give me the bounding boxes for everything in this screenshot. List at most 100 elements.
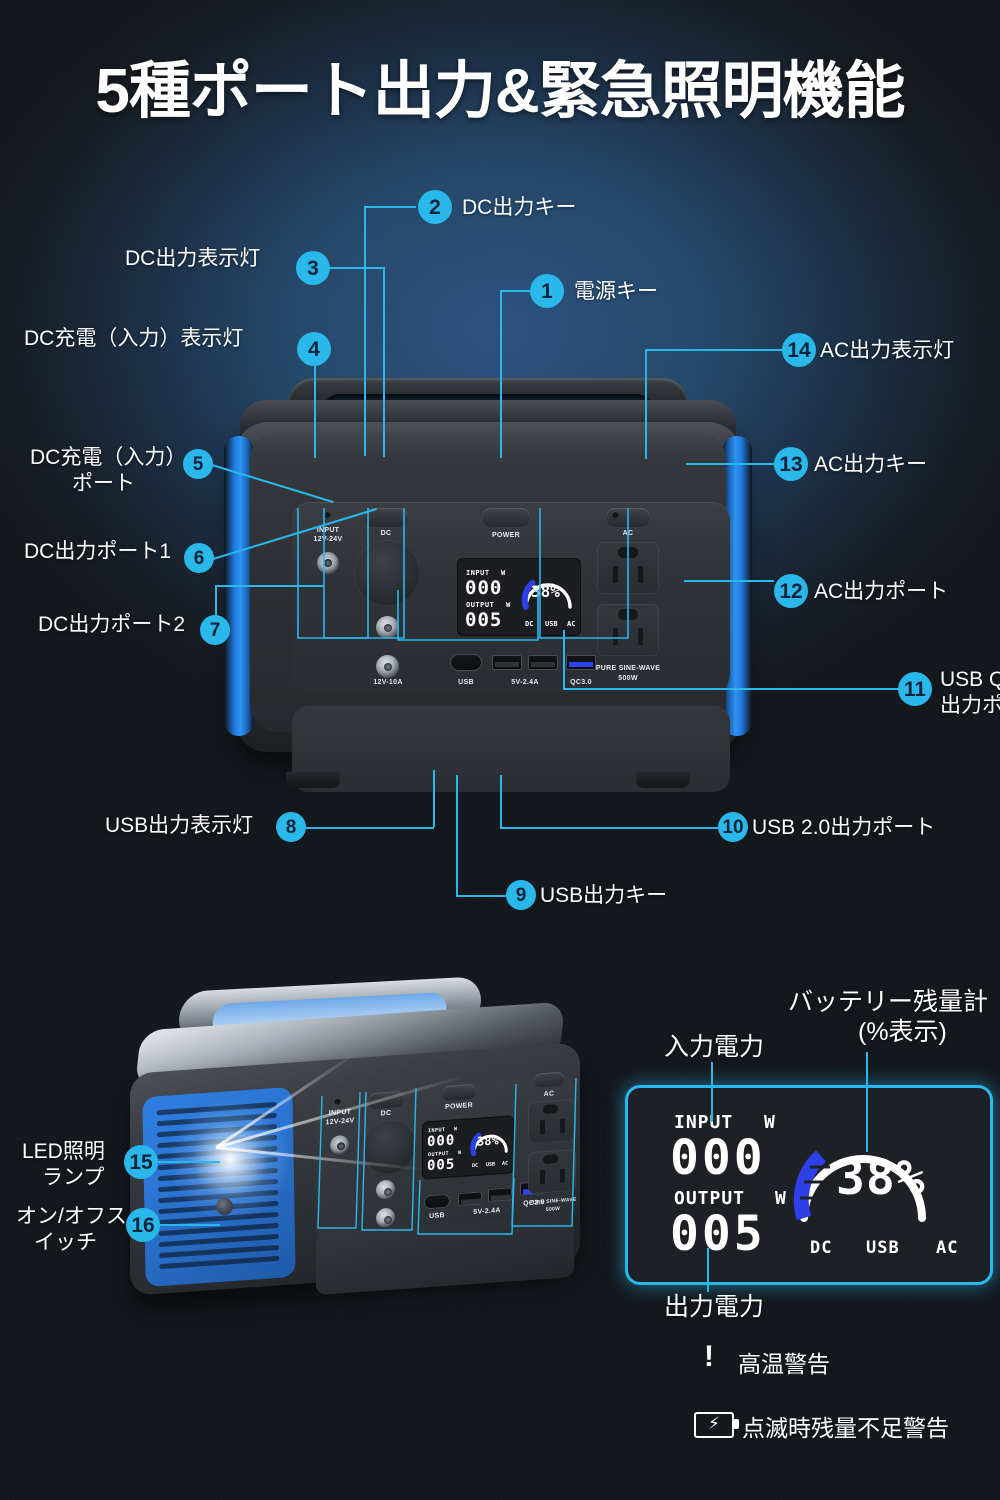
battery-gauge-arc-small — [521, 580, 572, 610]
leader-line-battery-gauge — [866, 1052, 868, 1152]
usb-qc30-port[interactable] — [566, 655, 596, 670]
battery-low-icon: ⚡ — [694, 1412, 739, 1438]
usb-output-key[interactable] — [450, 654, 482, 671]
leader-line-10-drop — [500, 775, 502, 827]
battery-gauge-arc-large — [793, 1150, 926, 1222]
lcd-input-label-large: INPUT — [674, 1112, 734, 1133]
lcd-output-label: OUTPUT — [466, 601, 495, 609]
device-foot-left — [286, 772, 340, 788]
lcd-output-label-large: OUTPUT — [674, 1188, 746, 1209]
callout-badge-5[interactable]: 5 — [183, 449, 213, 479]
callout-badge-13[interactable]: 13 — [774, 447, 808, 481]
input-voltage-label-line1: INPUT — [316, 527, 340, 534]
callout-label-15-line1: LED照明 — [22, 1140, 105, 1163]
lcd-input-unit: W — [501, 569, 506, 577]
lcd-display-small: INPUT W 000 OUTPUT W 005 38% DC USB AC — [422, 1115, 514, 1180]
leader-line-14 — [645, 349, 783, 351]
leader-line-3 — [330, 267, 384, 269]
callout-badge-6[interactable]: 6 — [184, 543, 214, 573]
leader-line-9-drop — [456, 775, 458, 897]
warning-text-high-temp: 高温警告 — [738, 1351, 830, 1377]
leader-line-11 — [563, 688, 903, 690]
lcd-tag-usb-large: USB — [866, 1238, 900, 1258]
leader-line-8 — [306, 827, 434, 829]
callout-badge-8[interactable]: 8 — [276, 812, 306, 842]
callout-badge-10[interactable]: 10 — [718, 812, 748, 842]
usb-amp-label: 5V-2.4A — [511, 679, 539, 686]
callout-badge-2[interactable]: 2 — [418, 190, 452, 224]
lcd-tag-dc-large: DC — [810, 1238, 833, 1258]
callout-badge-15[interactable]: 15 — [124, 1145, 158, 1179]
leader-line-12 — [684, 580, 774, 582]
leader-line-14-drop — [645, 349, 647, 459]
ac-output-indicator-led — [612, 511, 619, 518]
callout-label-1: 電源キー — [574, 280, 658, 303]
lcd-display-small: INPUT W 000 OUTPUT W 005 38% DC USB AC — [457, 558, 581, 636]
leader-line-15 — [158, 1161, 220, 1163]
callout-label-16-line2: イッチ — [34, 1231, 97, 1254]
port-panel: INPUT 12V-24V DC 12V-10A POWER INPUT W — [292, 502, 730, 692]
dc-output-spec-label: 12V-10A — [373, 679, 403, 686]
leader-line-7 — [215, 585, 323, 587]
usb-2-port-1[interactable] — [492, 655, 522, 670]
lcd-battery-percent-large: 38% — [836, 1150, 926, 1206]
callout-label-12: AC出力ポート — [814, 580, 949, 603]
callout-label-13: AC出力キー — [814, 453, 928, 476]
lcd-output-unit: W — [506, 601, 511, 609]
callout-label-14: AC出力表示灯 — [820, 339, 955, 362]
input-voltage-label-line2: 12V-24V — [313, 536, 343, 543]
annotation-battery-gauge-line1: バッテリー残量計 — [788, 988, 989, 1016]
leader-line-11-drop — [563, 630, 565, 688]
dc-label: DC — [380, 530, 392, 537]
dc-charge-indicator-led — [324, 511, 331, 518]
callout-badge-11[interactable]: 11 — [898, 672, 932, 706]
leader-line-1 — [500, 290, 530, 292]
lcd-output-unit-large: W — [775, 1188, 787, 1209]
leader-line-2 — [364, 206, 416, 208]
power-station-front-view: INPUT 12V-24V DC 12V-10A POWER INPUT W — [224, 378, 752, 792]
callout-badge-14[interactable]: 14 — [782, 333, 816, 367]
callout-badge-16[interactable]: 16 — [126, 1208, 160, 1242]
callout-label-4: DC充電（入力）表示灯 — [24, 327, 244, 350]
callout-label-5-line2: ポート — [72, 472, 135, 495]
qc-label: QC3.0 — [570, 679, 592, 686]
lcd-tag-usb: USB — [545, 620, 558, 628]
leader-line-2-drop — [364, 206, 366, 456]
ac-spec-label-line2: 500W — [618, 675, 638, 682]
panel-group-outlines — [297, 508, 629, 641]
dc-output-port-2b[interactable] — [376, 655, 399, 678]
lcd-input-label: INPUT — [466, 569, 490, 577]
lcd-tag-dc: DC — [525, 620, 534, 628]
device-foot-right — [636, 772, 690, 788]
callout-badge-9[interactable]: 9 — [506, 880, 536, 910]
callout-label-2: DC出力キー — [462, 196, 577, 219]
leader-line-1-drop — [500, 290, 502, 458]
dc-output-port-2a[interactable] — [376, 616, 399, 639]
power-key[interactable] — [482, 508, 530, 527]
dc-output-key[interactable] — [364, 508, 408, 527]
callout-badge-4[interactable]: 4 — [297, 332, 331, 366]
callout-label-3: DC出力表示灯 — [125, 247, 261, 270]
dc-charge-input-port[interactable] — [317, 552, 339, 574]
dc-output-port-1[interactable] — [354, 540, 420, 606]
ac-blade-slot-right — [638, 628, 643, 645]
leader-line-3-drop — [383, 267, 385, 457]
usb-label: USB — [458, 679, 474, 686]
callout-badge-3[interactable]: 3 — [296, 251, 330, 285]
callout-badge-7[interactable]: 7 — [200, 615, 230, 645]
usb-2-port-2[interactable] — [528, 655, 558, 670]
callout-badge-12[interactable]: 12 — [774, 574, 808, 608]
power-label: POWER — [492, 532, 520, 539]
leader-line-7-drop — [215, 585, 217, 630]
annotation-input-power: 入力電力 — [664, 1033, 765, 1061]
callout-label-9: USB出力キー — [540, 884, 668, 907]
lcd-input-unit-large: W — [764, 1112, 776, 1133]
annotation-output-power: 出力電力 — [664, 1293, 765, 1321]
callout-label-5-line1: DC充電（入力） — [30, 446, 187, 469]
exclamation-icon: ! — [704, 1340, 714, 1373]
ac-spec-label-line1: PURE SINE-WAVE — [595, 665, 661, 672]
leader-line-9 — [456, 895, 506, 897]
ac-blade-slot-right — [638, 566, 643, 583]
callout-badge-1[interactable]: 1 — [530, 274, 564, 308]
